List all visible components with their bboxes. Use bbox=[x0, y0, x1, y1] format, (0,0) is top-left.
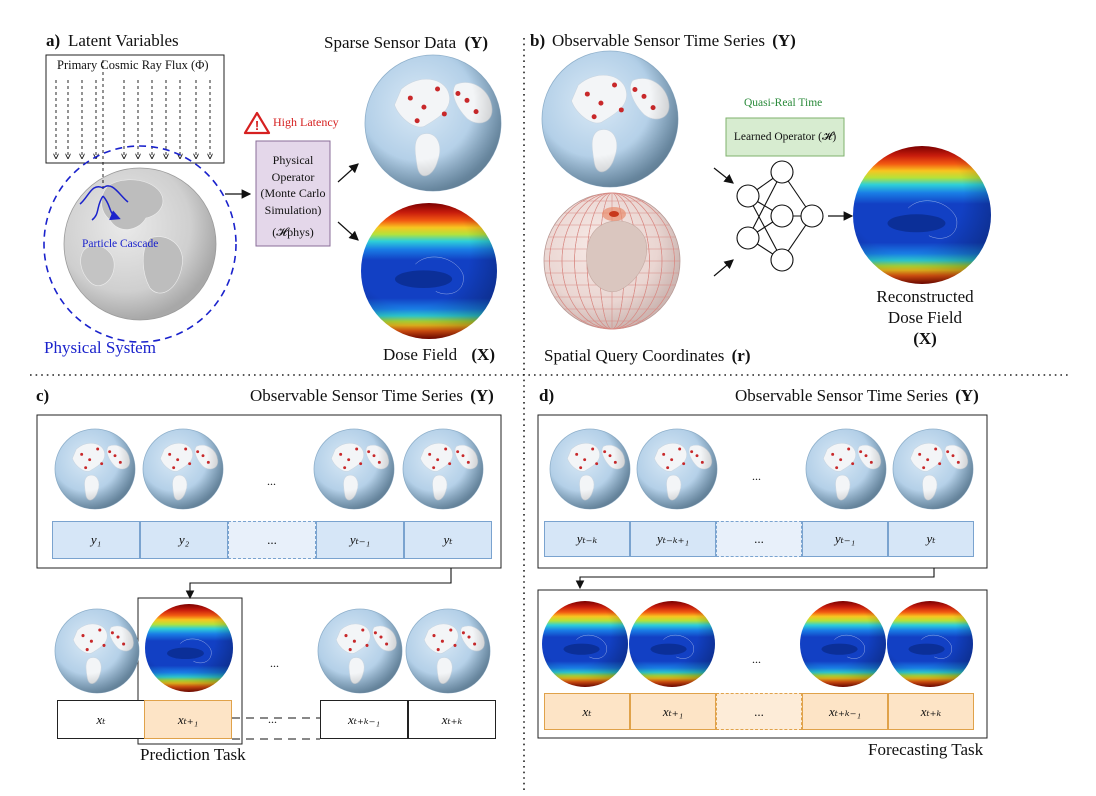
panel-b-title: Observable Sensor Time Series (Y) bbox=[552, 31, 796, 51]
d-forecast-dose-globe bbox=[800, 601, 886, 687]
flux-box bbox=[45, 54, 225, 164]
panel-d-title-text: Observable Sensor Time Series bbox=[735, 386, 948, 405]
panel-d-title: Observable Sensor Time Series (Y) bbox=[735, 386, 979, 406]
c-output-globe-empty bbox=[405, 608, 491, 694]
observable-sensor-globe bbox=[541, 50, 679, 188]
spatial-query-symbol: (r) bbox=[731, 346, 751, 365]
panel-d-label: d) bbox=[539, 386, 555, 405]
c-y-cell: y₁ bbox=[52, 521, 140, 559]
d-forecast-dose-globe bbox=[629, 601, 715, 687]
d-sensor-globe bbox=[892, 428, 974, 510]
warning-icon bbox=[243, 111, 271, 135]
d-sensor-globe bbox=[549, 428, 631, 510]
sparse-sensor-text: Sparse Sensor Data bbox=[324, 33, 457, 52]
c-x-cell: xₜ₊ₖ₋₁ bbox=[320, 700, 408, 739]
dose-field-symbol: (X) bbox=[471, 345, 495, 364]
prediction-task-label: Prediction Task bbox=[140, 745, 246, 764]
high-latency-label: High Latency bbox=[273, 115, 339, 129]
d-bottom-ellipsis: ... bbox=[752, 652, 761, 666]
panel-b-title-symbol: (Y) bbox=[772, 31, 796, 50]
operator-line: Simulation) bbox=[264, 202, 322, 217]
operator-line: Operator bbox=[271, 169, 315, 184]
spatial-query-text: Spatial Query Coordinates bbox=[544, 346, 725, 365]
reconstructed-dose-globe bbox=[853, 146, 991, 284]
d-sensor-globe bbox=[636, 428, 718, 510]
d-sensor-globe bbox=[805, 428, 887, 510]
c-x-cell-highlight: xₜ₊₁ bbox=[144, 700, 232, 739]
flux-arrows bbox=[56, 80, 210, 158]
c-y-cell: y₂ bbox=[140, 521, 228, 559]
c-x-cell: xₜ₊ₖ bbox=[408, 700, 496, 739]
c-y-cell: yₜ bbox=[404, 521, 492, 559]
d-forecast-dose-globe bbox=[542, 601, 628, 687]
d-x-cell: xₜ₊₁ bbox=[630, 693, 716, 730]
dose-field-text: Dose Field bbox=[383, 345, 458, 364]
panel-c-title-text: Observable Sensor Time Series bbox=[250, 386, 463, 405]
operator-symbol: (𝓗phys) bbox=[272, 225, 314, 239]
reconstructed-line: Dose Field bbox=[887, 308, 963, 327]
latent-variables-title: Latent Variables bbox=[68, 31, 179, 50]
sparse-sensor-label: Sparse Sensor Data (Y) bbox=[324, 33, 488, 53]
c-output-globe-empty bbox=[54, 608, 140, 694]
c-y-cell-gap: ... bbox=[228, 521, 316, 559]
c-sensor-globe bbox=[54, 428, 136, 510]
forecasting-task-label: Forecasting Task bbox=[868, 740, 984, 759]
panel-b-label: b) bbox=[530, 31, 546, 50]
panel-a-label: a) bbox=[46, 31, 61, 50]
reconstructed-symbol: (X) bbox=[913, 329, 937, 348]
c-sensor-globe bbox=[402, 428, 484, 510]
d-x-cell: xₜ₊ₖ₋₁ bbox=[802, 693, 888, 730]
sparse-sensor-symbol: (Y) bbox=[464, 33, 489, 52]
panel-d-title-symbol: (Y) bbox=[955, 386, 979, 405]
c-x-cell-gap: ... bbox=[268, 712, 277, 726]
cascade-arrows bbox=[79, 185, 129, 220]
physical-system-label: Physical System bbox=[44, 338, 156, 357]
d-x-cell: xₜ bbox=[544, 693, 630, 730]
d-y-cell: yₜ₋₁ bbox=[802, 521, 888, 557]
panel-c-title: Observable Sensor Time Series (Y) bbox=[250, 386, 494, 406]
d-y-cell-gap: ... bbox=[716, 521, 802, 557]
reconstructed-label: Reconstructed Dose Field (X) bbox=[850, 286, 1000, 349]
d-forecast-dose-globe bbox=[887, 601, 973, 687]
flux-label: Primary Cosmic Ray Flux (Φ) bbox=[57, 58, 209, 72]
d-x-cell-gap: ... bbox=[716, 693, 802, 730]
d-y-cell: yₜ bbox=[888, 521, 974, 557]
physical-operator-box bbox=[255, 140, 331, 247]
d-y-cell: yₜ₋ₖ bbox=[544, 521, 630, 557]
c-y-cell: yₜ₋₁ bbox=[316, 521, 404, 559]
c-sensor-frame bbox=[36, 414, 502, 569]
atmosphere-ring bbox=[43, 145, 237, 343]
c-top-ellipsis: ... bbox=[267, 474, 276, 488]
d-y-cell: yₜ₋ₖ₊₁ bbox=[630, 521, 716, 557]
panel-b-title-text: Observable Sensor Time Series bbox=[552, 31, 765, 50]
dose-field-label: Dose Field (X) bbox=[383, 345, 495, 365]
d-forecast-frame bbox=[537, 589, 988, 739]
operator-line: Physical bbox=[272, 153, 314, 167]
c-sensor-globe bbox=[313, 428, 395, 510]
c-x-cell: xₜ bbox=[57, 700, 145, 739]
reconstructed-line: Reconstructed bbox=[876, 287, 974, 306]
d-sensor-frame bbox=[537, 414, 988, 569]
physical-operator-text: Physical Operator (Monte Carlo Simulatio… bbox=[256, 152, 330, 241]
c-predicted-dose-globe bbox=[145, 604, 233, 692]
learned-operator-box bbox=[725, 117, 845, 157]
c-output-globe-empty bbox=[317, 608, 403, 694]
c-sensor-globe bbox=[142, 428, 224, 510]
panel-c-label: c) bbox=[36, 386, 50, 405]
d-x-cell: xₜ₊ₖ bbox=[888, 693, 974, 730]
dose-field-globe bbox=[361, 203, 497, 339]
c-bottom-ellipsis: ... bbox=[270, 656, 279, 670]
prediction-highlight-frame bbox=[137, 597, 243, 745]
cascade-label: Particle Cascade bbox=[82, 238, 159, 250]
d-top-ellipsis: ... bbox=[752, 469, 761, 483]
quasi-real-time-label: Quasi-Real Time bbox=[744, 97, 823, 109]
neural-network-icon bbox=[736, 160, 824, 272]
learned-operator-label: Learned Operator (𝓗) bbox=[733, 130, 837, 143]
spatial-query-label: Spatial Query Coordinates (r) bbox=[544, 346, 750, 366]
sparse-sensor-globe bbox=[364, 54, 502, 192]
operator-line: (Monte Carlo bbox=[260, 186, 326, 200]
panel-c-title-symbol: (Y) bbox=[470, 386, 494, 405]
svg-text:!: ! bbox=[255, 118, 259, 133]
